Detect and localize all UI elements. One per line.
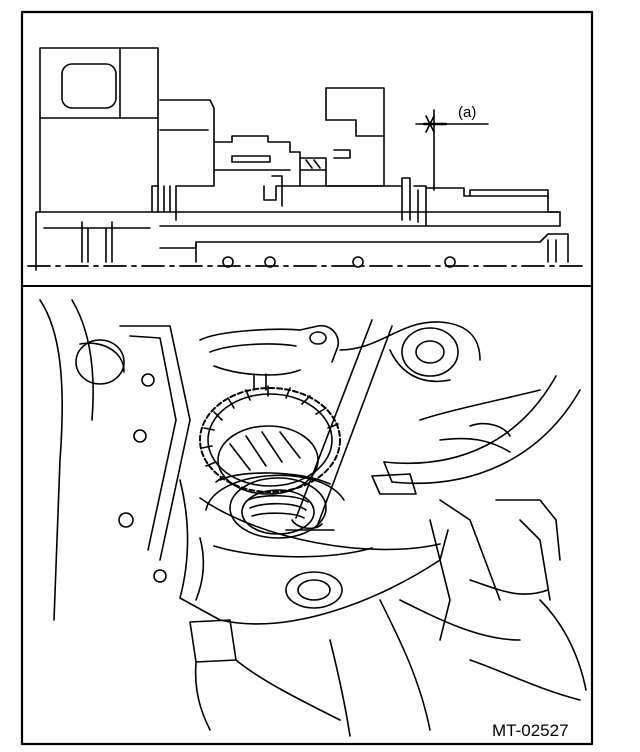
cross-section-view — [27, 47, 583, 271]
perspective-view — [39, 299, 587, 737]
gear — [199, 385, 345, 539]
screwdriver — [285, 319, 393, 531]
figure-code: MT-02527 — [492, 721, 569, 740]
retainer-plate — [179, 479, 449, 731]
dimension-label: (a) — [458, 104, 476, 121]
figure-frame — [20, 10, 594, 746]
